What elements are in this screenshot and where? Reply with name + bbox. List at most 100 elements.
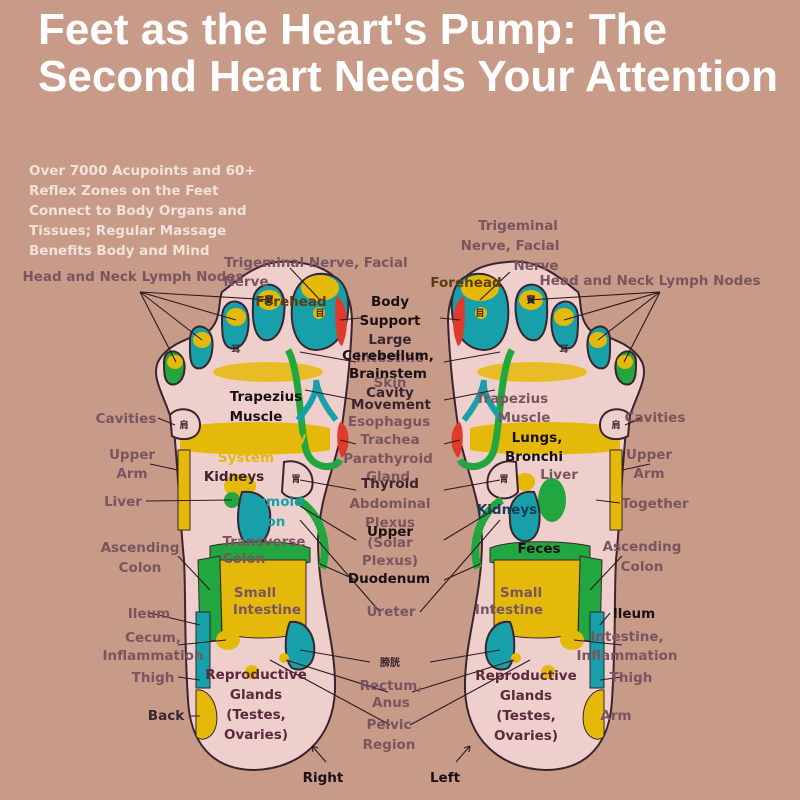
right-foot xyxy=(155,260,354,772)
page-title: Feet as the Heart's Pump: The Second Hea… xyxy=(38,5,778,101)
left-foot-duodenum xyxy=(471,496,505,570)
right-foot-arrow xyxy=(311,745,327,763)
left-foot-arrow xyxy=(455,745,471,763)
label-trachea: Trachea xyxy=(360,432,419,448)
right-foot-big-toe-eye xyxy=(313,307,325,319)
right-foot-bladder-zone xyxy=(284,620,316,671)
leader-trigeminal-right xyxy=(479,271,511,301)
label-liver-right: Liver xyxy=(540,467,578,483)
right-foot-big-toe-forehead xyxy=(301,275,339,301)
left-foot-ear-char: 耳 xyxy=(559,344,568,355)
right-foot-upper-arm-strip xyxy=(177,449,191,531)
right-foot-sigmoid-colon xyxy=(237,490,272,546)
right-foot-trapezius-zone xyxy=(213,362,323,382)
label-cavities-left: Cavities xyxy=(96,411,157,427)
right-foot-shoulder-zone xyxy=(168,408,202,441)
left-foot-trapezius-zone xyxy=(477,362,587,382)
left-foot-shoulder-char: 肩 xyxy=(610,419,620,431)
left-foot-reproductive-dot xyxy=(541,665,555,679)
right-foot-parathyroid xyxy=(337,422,349,458)
label-thyroid: Thyroid xyxy=(361,476,419,492)
label-rectum-anus: Rectum,Anus xyxy=(360,678,423,711)
label-movement: Movement xyxy=(351,397,431,413)
right-foot-reproductive-dot xyxy=(245,665,259,679)
labels: Head and Neck Lymph Nodes Head and Neck … xyxy=(22,218,760,786)
label-forehead-left: Forehead xyxy=(255,294,326,310)
label-together: Together xyxy=(621,496,689,512)
label-right-foot: Right xyxy=(303,770,344,786)
left-foot-bladder-zone xyxy=(484,620,516,671)
page-subtitle: Over 7000 Acupoints and 60+ Reflex Zones… xyxy=(29,163,256,259)
right-foot-eye-char: 目 xyxy=(315,308,324,319)
right-foot-toe-3-sinus xyxy=(226,308,246,326)
left-foot-toe-5-sinus xyxy=(617,355,633,369)
label-bladder-char: 膀胱 xyxy=(379,656,400,669)
left-foot xyxy=(446,260,645,772)
label-kidneys-right: Kidneys xyxy=(477,502,537,518)
label-ureter: Ureter xyxy=(366,604,415,620)
label-ileum-right: Ileum xyxy=(613,606,655,622)
left-foot-cerebellum-line xyxy=(456,348,516,470)
label-upper: Upper xyxy=(367,524,413,540)
leader-lymph-right xyxy=(527,291,661,363)
left-foot-kidney xyxy=(515,473,535,491)
label-kidneys-left: Kidneys xyxy=(204,469,264,485)
label-liver-left: Liver xyxy=(104,494,142,510)
label-back: Back xyxy=(148,708,185,724)
left-foot-heel-back xyxy=(582,689,605,740)
right-foot-lung-zone xyxy=(180,422,330,455)
label-ileum-left: Ileum xyxy=(128,606,170,622)
left-foot-ileum-bar xyxy=(589,611,605,689)
right-foot-shoulder-char: 肩 xyxy=(178,419,188,431)
right-foot-toe-5-sinus xyxy=(167,355,183,369)
label-cavity: Cavity xyxy=(366,385,414,401)
label-cavities-right: Cavities xyxy=(625,410,686,426)
label-skin: Skin xyxy=(374,375,407,391)
leader-center-left xyxy=(269,317,391,726)
left-foot-body-support xyxy=(453,296,465,346)
left-foot-big-toe-forehead xyxy=(461,275,499,301)
right-foot-cerebellum-line xyxy=(284,348,344,470)
label-arm: Arm xyxy=(600,708,631,724)
label-feces: Feces xyxy=(517,541,560,557)
leader-right-side xyxy=(573,417,651,681)
right-foot-stomach-char: 胃 xyxy=(291,474,300,485)
left-foot-toe-3-sinus xyxy=(554,308,574,326)
left-foot-stomach-char: 胃 xyxy=(499,474,508,485)
label-forehead-right: Forehead xyxy=(430,275,501,291)
label-esophagus: Esophagus xyxy=(348,414,430,430)
right-foot-duodenum xyxy=(295,496,329,570)
right-foot-rectum-dot xyxy=(279,653,289,663)
right-foot-ear-char: 耳 xyxy=(231,344,240,355)
leader-trigeminal-left xyxy=(289,267,321,301)
left-foot-parathyroid xyxy=(451,422,463,458)
label-head-neck-lymph-left: Head and Neck Lymph Nodes xyxy=(22,269,243,285)
left-foot-lung-zone xyxy=(470,422,620,455)
right-foot-cecum xyxy=(216,630,240,650)
leader-lymph-left xyxy=(139,291,273,363)
label-thigh-left: Thigh xyxy=(132,670,175,686)
right-foot-trachea xyxy=(295,379,339,422)
leader-lines xyxy=(139,267,661,763)
left-foot-cecum xyxy=(560,630,584,650)
left-foot-rectum-dot xyxy=(511,653,521,663)
left-foot-shoulder-zone xyxy=(598,408,632,441)
left-foot-eye-char: 目 xyxy=(475,308,484,319)
right-foot-heel-back xyxy=(195,689,218,740)
left-foot-trachea xyxy=(461,379,505,422)
right-foot-ileum-bar xyxy=(195,611,211,689)
left-foot-big-toe-eye xyxy=(475,307,487,319)
left-foot-stomach-zone xyxy=(486,460,520,500)
label-head-neck-lymph-right: Head and Neck Lymph Nodes xyxy=(539,273,760,289)
leader-left-side xyxy=(145,417,233,717)
leader-center-right xyxy=(409,317,531,726)
right-foot-stomach-zone xyxy=(280,460,314,500)
right-foot-body-support xyxy=(335,296,347,346)
